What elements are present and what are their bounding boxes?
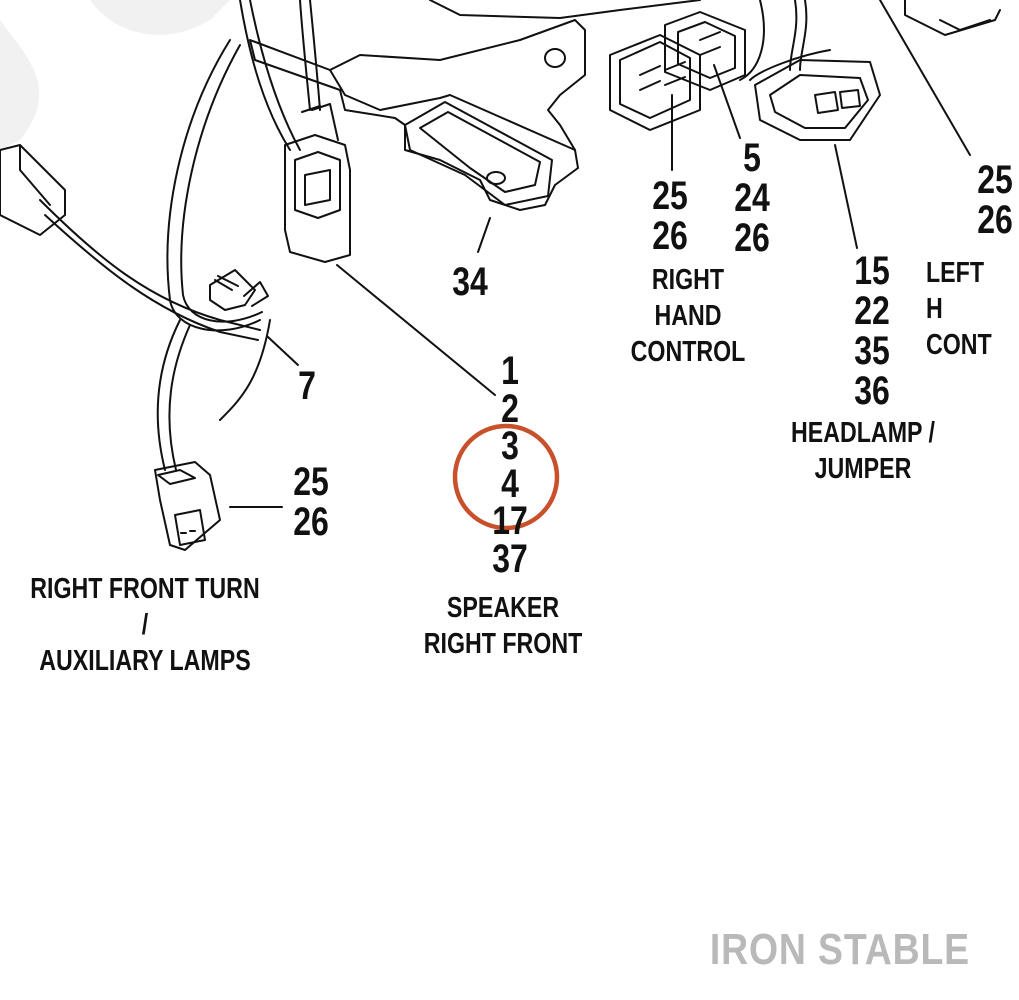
watermark-text: IRON STABLE bbox=[709, 925, 970, 974]
turn-lamp-connector bbox=[154, 461, 221, 551]
right-hand-control-connectors bbox=[609, 11, 746, 131]
label-right-front-turn: RIGHT FRONT TURN / AUXILIARY LAMPS bbox=[30, 573, 260, 677]
leader-34 bbox=[477, 217, 491, 253]
callout-headlamp: 15 22 35 36 bbox=[854, 249, 890, 413]
bracket-arm bbox=[519, 19, 586, 151]
label-right-hand-control: RIGHT HAND CONTROL bbox=[630, 264, 746, 368]
callout-left-control: 25 26 bbox=[977, 158, 1013, 242]
bracket-upper bbox=[329, 39, 521, 71]
bracket-tab-34 bbox=[404, 101, 553, 206]
callout-right-front-turn: 25 26 bbox=[293, 460, 329, 544]
label-speaker-right-front: SPEAKER RIGHT FRONT bbox=[423, 592, 583, 660]
headlamp-connector bbox=[749, 49, 881, 141]
left-control-connector bbox=[904, 0, 1001, 36]
highlight-circle bbox=[452, 423, 560, 531]
bracket-tab-inner bbox=[419, 111, 541, 193]
label-left-control: LEFT H CONT bbox=[926, 257, 992, 361]
leader-7 bbox=[267, 336, 299, 366]
bracket-hole bbox=[486, 171, 506, 185]
left-edge-connector bbox=[0, 144, 66, 236]
label-headlamp-jumper: HEADLAMP / JUMPER bbox=[791, 417, 935, 485]
wire-harness bbox=[39, 0, 808, 471]
watermark-shape bbox=[0, 20, 40, 150]
callout-7: 7 bbox=[298, 364, 316, 408]
leader-right-hand-b bbox=[713, 64, 741, 139]
harness-clip bbox=[209, 269, 269, 311]
callout-speaker: 1 2 3 4 17 37 bbox=[492, 349, 528, 581]
callout-34: 34 bbox=[452, 260, 488, 304]
callout-right-hand-control-b: 5 24 26 bbox=[734, 136, 770, 260]
bracket-arm-hole bbox=[544, 48, 566, 68]
speaker-connector bbox=[284, 103, 351, 263]
bracket-top-edge bbox=[429, 0, 701, 19]
leader-left-control bbox=[879, 0, 971, 156]
mounting-bracket bbox=[249, 39, 579, 211]
callout-right-hand-control-a: 25 26 bbox=[652, 174, 688, 258]
watermark-shape-2 bbox=[90, 0, 230, 35]
leader-speaker bbox=[336, 264, 496, 396]
leader-headlamp bbox=[834, 144, 858, 249]
